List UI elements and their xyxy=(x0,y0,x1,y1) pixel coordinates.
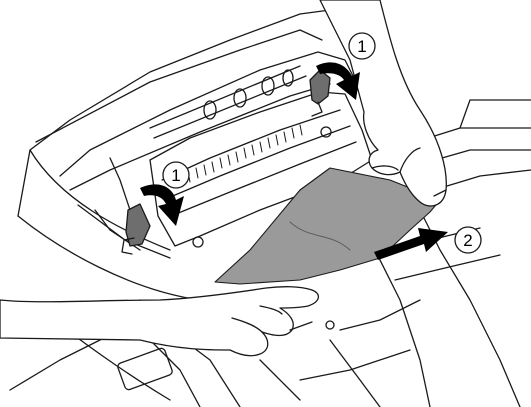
left-hand xyxy=(0,287,318,356)
step-number-1a: 1 xyxy=(357,37,366,56)
step-number-2: 2 xyxy=(463,231,472,250)
step-number-1b: 1 xyxy=(171,166,180,185)
left-lever xyxy=(122,204,150,254)
